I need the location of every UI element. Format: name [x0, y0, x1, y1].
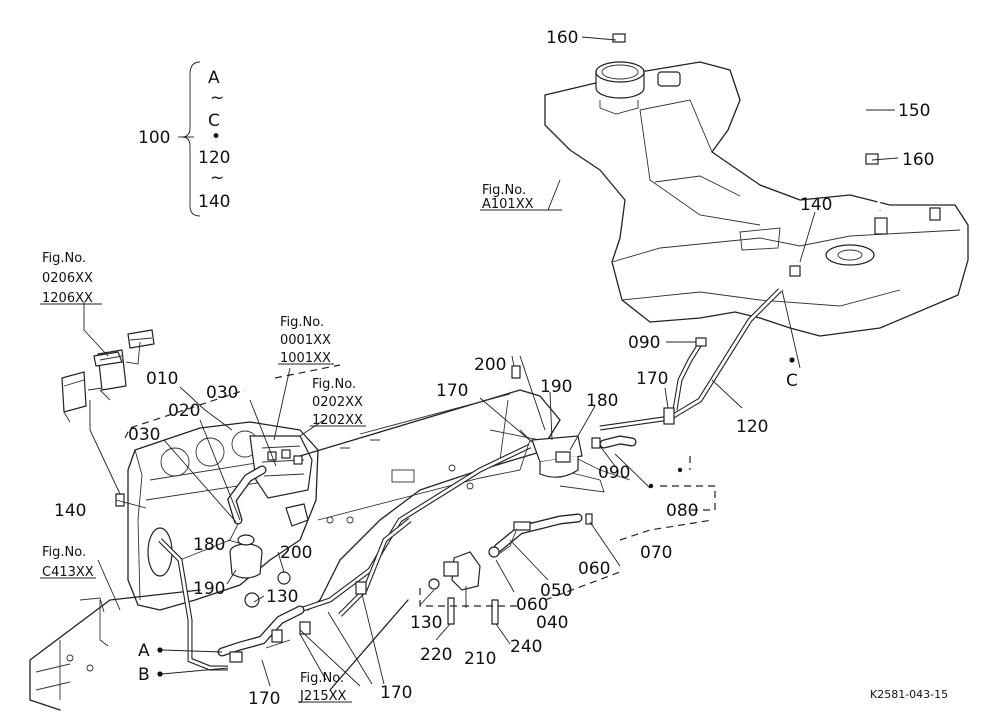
range-separator: •	[211, 127, 221, 147]
callout-b: B	[138, 665, 150, 685]
callout-180: 180	[586, 391, 618, 411]
group-number-start: 120	[198, 148, 230, 168]
callout-010: 010	[146, 369, 178, 389]
callout-a: A	[138, 641, 150, 661]
fuel-pump	[428, 521, 535, 625]
callout-c: C	[786, 371, 798, 391]
callout-080: 080	[666, 501, 698, 521]
callout-140: 140	[800, 195, 832, 215]
fig-ref-code: 1202XX	[312, 413, 363, 428]
callout-050: 050	[540, 581, 572, 601]
point-a-marker	[157, 647, 163, 653]
callout-240: 240	[510, 637, 542, 657]
range-tilde: ~	[210, 168, 224, 188]
hose-end-marker	[648, 483, 654, 489]
fig-ref-code: 1001XX	[280, 351, 331, 366]
callout-160: 160	[902, 150, 934, 170]
callout-060: 060	[516, 595, 548, 615]
callout-190: 190	[193, 579, 225, 599]
fig-ref-code: C413XX	[42, 565, 94, 580]
callout-170: 170	[248, 689, 280, 709]
point-c-marker	[789, 357, 795, 363]
ref-underlines	[40, 209, 562, 703]
callout-170: 170	[436, 381, 468, 401]
callout-220: 220	[420, 645, 452, 665]
leader-lines	[83, 36, 899, 687]
engine-block	[127, 421, 319, 611]
fig-ref-label: Fig.No.	[300, 671, 344, 686]
callout-150: 150	[898, 101, 930, 121]
callout-030: 030	[128, 425, 160, 445]
callout-200: 200	[280, 543, 312, 563]
callout-210: 210	[464, 649, 496, 669]
group-boundary-080	[660, 456, 716, 511]
hose-end-marker	[677, 467, 683, 473]
figure-references: Fig.No. A101XX Fig.No. 0206XX 1206XX Fig…	[42, 183, 534, 704]
fig-ref-code: 0001XX	[280, 333, 331, 348]
callout-090: 090	[598, 463, 630, 483]
fig-ref-code: A101XX	[482, 197, 534, 212]
callout-200: 200	[474, 355, 506, 375]
injectors	[61, 329, 155, 423]
callout-180: 180	[193, 535, 225, 555]
callout-170: 170	[636, 369, 668, 389]
range-tilde: ~	[210, 88, 224, 108]
fig-ref-label: Fig.No.	[312, 377, 356, 392]
callout-120: 120	[736, 417, 768, 437]
point-b-marker	[157, 671, 163, 677]
callout-160: 160	[546, 28, 578, 48]
fuel-filter-left	[229, 534, 291, 608]
callout-090: 090	[628, 333, 660, 353]
fuel-tank	[544, 61, 969, 337]
callout-040: 040	[536, 613, 568, 633]
fig-ref-code: J215XX	[299, 689, 347, 704]
callout-060: 060	[578, 559, 610, 579]
frame	[29, 389, 631, 711]
callout-170: 170	[380, 683, 412, 703]
group-number-end: 140	[198, 192, 230, 212]
group-range-start: A	[208, 68, 220, 88]
callout-020: 020	[168, 401, 200, 421]
fig-ref-label: Fig.No.	[482, 183, 526, 198]
group-boundary-010	[124, 364, 341, 439]
callout-130: 130	[266, 587, 298, 607]
fuel-filter-right	[519, 429, 583, 478]
clamps	[115, 265, 801, 663]
part-callouts: 160 150 160 140 090 C 170 120 200 170 19…	[54, 28, 934, 709]
callout-030: 030	[206, 383, 238, 403]
group-boundary-040	[419, 571, 621, 607]
fig-ref-code: 1206XX	[42, 291, 93, 306]
group-boundary-070	[619, 519, 713, 541]
drawing-code: K2581-043-15	[870, 688, 948, 701]
fig-ref-label: Fig.No.	[42, 545, 86, 560]
fuel-lines	[158, 288, 782, 671]
breather-tube	[612, 20, 882, 211]
fig-ref-label: Fig.No.	[42, 251, 86, 266]
callout-070: 070	[640, 543, 672, 563]
callout-190: 190	[540, 377, 572, 397]
fig-ref-code: 0206XX	[42, 271, 93, 286]
group-range-end: C	[208, 111, 220, 131]
fig-ref-label: Fig.No.	[280, 315, 324, 330]
callout-130: 130	[410, 613, 442, 633]
fig-ref-code: 0202XX	[312, 395, 363, 410]
bracket-group-100: 100 A ~ C • 120 ~ 140	[138, 61, 230, 217]
group-number: 100	[138, 128, 170, 148]
callout-140: 140	[54, 501, 86, 521]
